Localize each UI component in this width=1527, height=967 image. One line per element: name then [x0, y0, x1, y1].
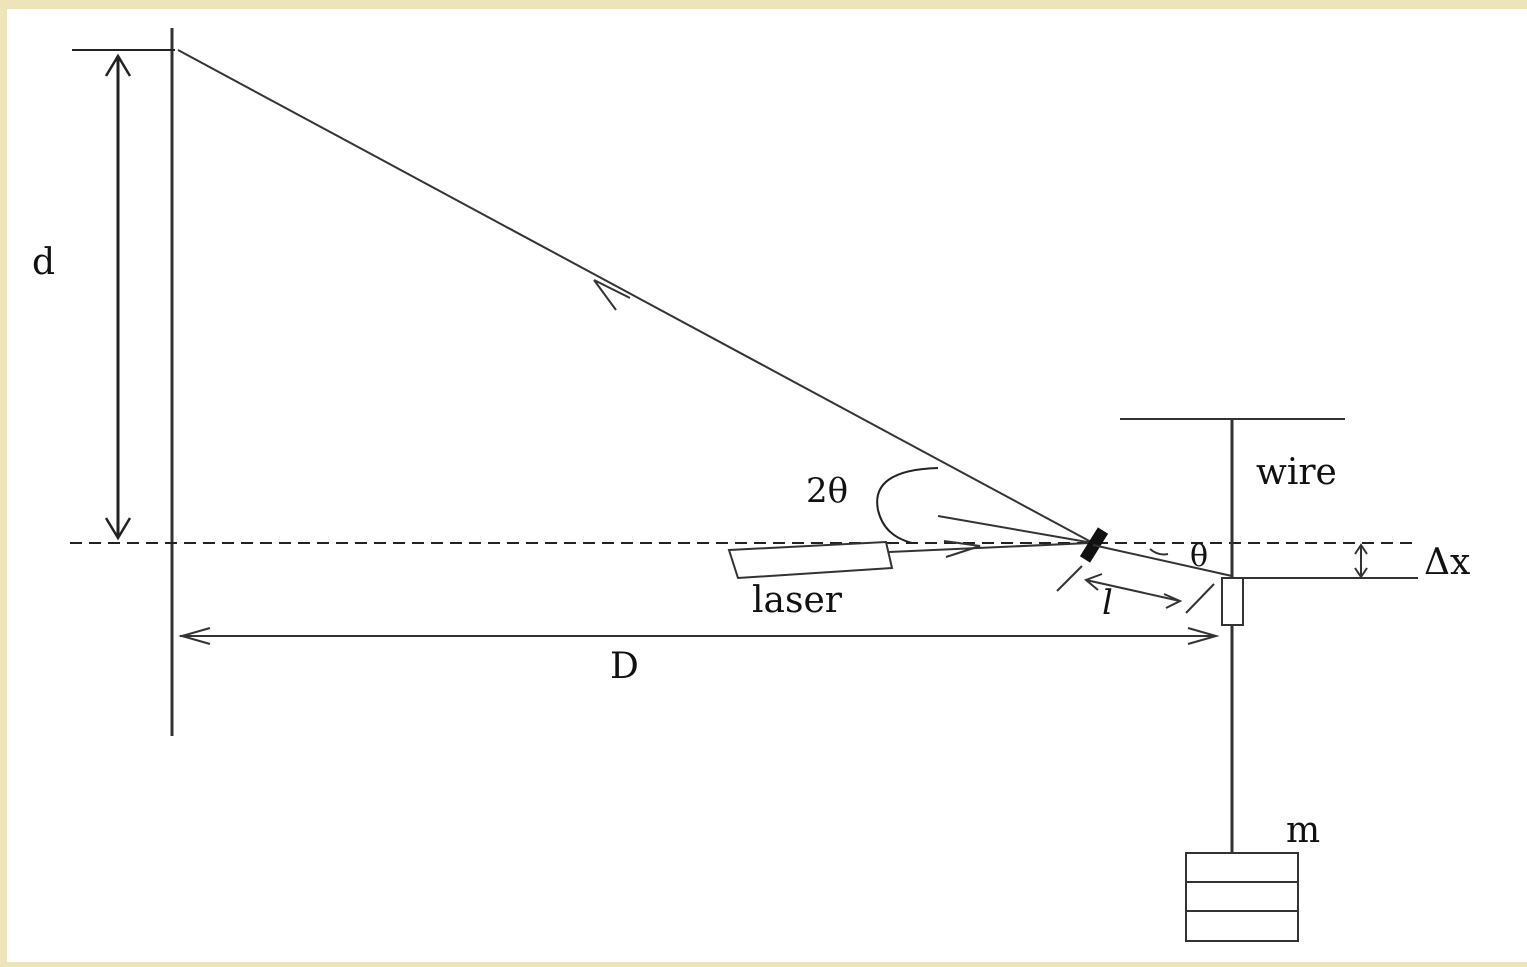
mirror-normal-line [937, 515, 1094, 544]
D-arrow-right-icon [1187, 627, 1220, 645]
laser-body [727, 540, 894, 580]
l-arrow-right-icon [1163, 593, 1183, 609]
l-arrow-left-icon [1084, 573, 1103, 591]
l-dimension-line [1085, 579, 1181, 602]
label-two-theta: 2θ [806, 471, 848, 511]
wire-clamp [1221, 577, 1244, 626]
incident-beam [888, 542, 1091, 553]
label-theta: θ [1190, 539, 1208, 574]
label-m: m [1286, 810, 1320, 851]
reflected-beam [177, 49, 1094, 544]
mass-block [1185, 852, 1299, 942]
mirror-pivot-support [1056, 565, 1083, 592]
reflected-beam-arrow-icon [593, 279, 631, 311]
delta-x-arrow-bottom-icon [1354, 567, 1368, 579]
label-D: D [610, 646, 639, 687]
D-arrow-left-icon [178, 627, 211, 645]
incident-beam-arrow-icon [943, 540, 981, 558]
label-d: d [32, 242, 55, 283]
label-wire: wire [1256, 452, 1337, 493]
two-theta-arc [876, 467, 939, 544]
d-arrow-bottom-icon [104, 517, 132, 541]
d-arrow-top-icon [104, 53, 132, 77]
label-laser: laser [752, 580, 843, 621]
theta-arc [1149, 548, 1169, 556]
label-l: l [1102, 583, 1113, 623]
label-delta-x: Δx [1424, 542, 1470, 583]
lever-arm [1092, 544, 1233, 577]
delta-x-arrow-top-icon [1354, 543, 1368, 555]
clamp-pivot-support [1185, 583, 1215, 614]
drawing-area [7, 9, 1527, 962]
